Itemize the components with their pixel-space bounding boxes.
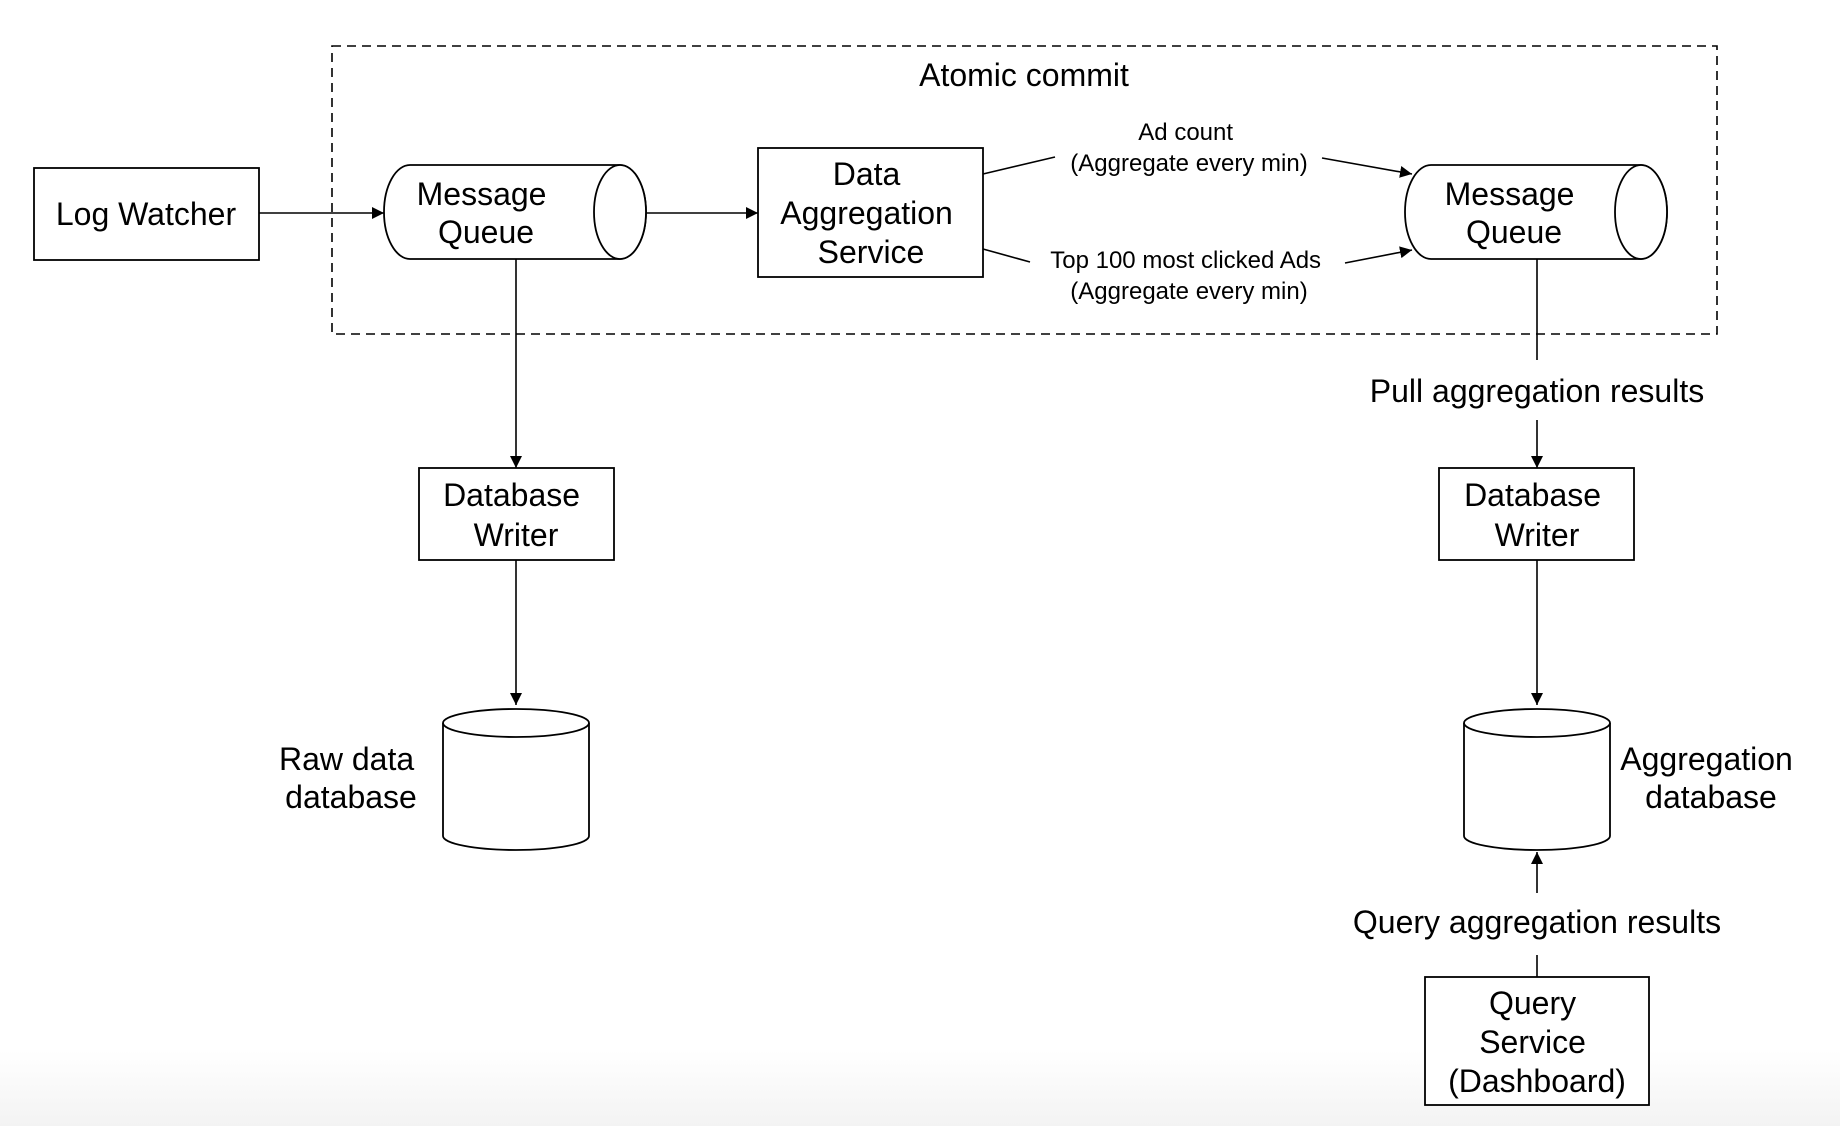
aggregation-database-line-1: Aggregation xyxy=(1620,741,1793,777)
aggregation-database-node: Aggregation database xyxy=(1463,708,1801,851)
svg-text:Query Service (Das: Query Service (Dashboard) xyxy=(1448,985,1626,1099)
edge-ad-count-end xyxy=(1321,157,1413,178)
edge-top-ads-end xyxy=(1344,246,1413,264)
top-ads-label-line-1: Top 100 most clicked Ads xyxy=(1050,247,1321,274)
message-queue-left-line-2: Queue xyxy=(438,214,534,250)
log-watcher-label: Log Watcher xyxy=(56,196,237,232)
atomic-commit-label: Atomic commit xyxy=(919,57,1129,93)
message-queue-left-line-1: Message xyxy=(417,176,547,212)
svg-text:Data Aggregation S: Data Aggregation Service xyxy=(780,156,961,270)
raw-data-database-line-1: Raw data xyxy=(279,741,414,777)
message-queue-right-line-1: Message xyxy=(1445,176,1575,212)
aggregation-service-line-1: Data xyxy=(833,156,901,192)
database-writer-left-line-1: Database xyxy=(443,477,580,513)
database-writer-left-line-2: Writer xyxy=(474,517,559,553)
pull-aggregation-results-label: Pull aggregation results xyxy=(1370,373,1704,409)
database-writer-right-node: Database Writer xyxy=(1438,467,1635,561)
aggregation-service-line-2: Aggregation xyxy=(780,195,953,231)
log-watcher-node: Log Watcher xyxy=(33,167,260,261)
svg-text:Aggregation database: Aggregation database xyxy=(1620,741,1801,815)
top-ads-label-line-2: (Aggregate every min) xyxy=(1070,278,1307,305)
query-service-line-3: (Dashboard) xyxy=(1448,1063,1626,1099)
database-writer-left-node: Database Writer xyxy=(418,467,615,561)
ad-count-label-line-2: (Aggregate every min) xyxy=(1070,150,1307,177)
raw-data-database-node: Raw data database xyxy=(279,708,590,851)
database-writer-right-line-2: Writer xyxy=(1495,517,1580,553)
aggregation-service-line-3: Service xyxy=(818,234,925,270)
svg-text:Message Queue: Message Queue xyxy=(1445,176,1584,250)
query-service-line-2: Service xyxy=(1479,1024,1586,1060)
message-queue-right-line-2: Queue xyxy=(1466,214,1562,250)
svg-text:Database Writer: Database Writer xyxy=(443,477,589,553)
aggregation-database-line-2: database xyxy=(1645,779,1777,815)
query-service-line-1: Query xyxy=(1489,985,1576,1021)
raw-data-database-line-2: database xyxy=(285,779,417,815)
atomic-commit-group xyxy=(331,45,1718,335)
svg-text:Message Queue: Message Queue xyxy=(417,176,556,250)
query-aggregation-results-label: Query aggregation results xyxy=(1353,904,1721,940)
data-aggregation-service-node: Data Aggregation Service xyxy=(757,147,984,278)
edge-ad-count-start xyxy=(982,156,1056,175)
svg-text:Database Writer: Database Writer xyxy=(1464,477,1610,553)
database-writer-right-line-1: Database xyxy=(1464,477,1601,513)
message-queue-left-node: Message Queue xyxy=(383,164,647,260)
svg-text:Raw data database: Raw data database xyxy=(279,741,423,815)
message-queue-right-node: Message Queue xyxy=(1404,164,1668,260)
edge-top-ads-start xyxy=(982,248,1031,263)
query-service-node: Query Service (Dashboard) xyxy=(1424,976,1650,1106)
ad-count-label-line-1: Ad count xyxy=(1138,119,1233,146)
svg-text:Top 100 most clicked Ads (: Top 100 most clicked Ads (Aggregate ever… xyxy=(1050,247,1327,305)
svg-text:Ad count (Aggregate every: Ad count (Aggregate every min) xyxy=(1070,119,1307,177)
